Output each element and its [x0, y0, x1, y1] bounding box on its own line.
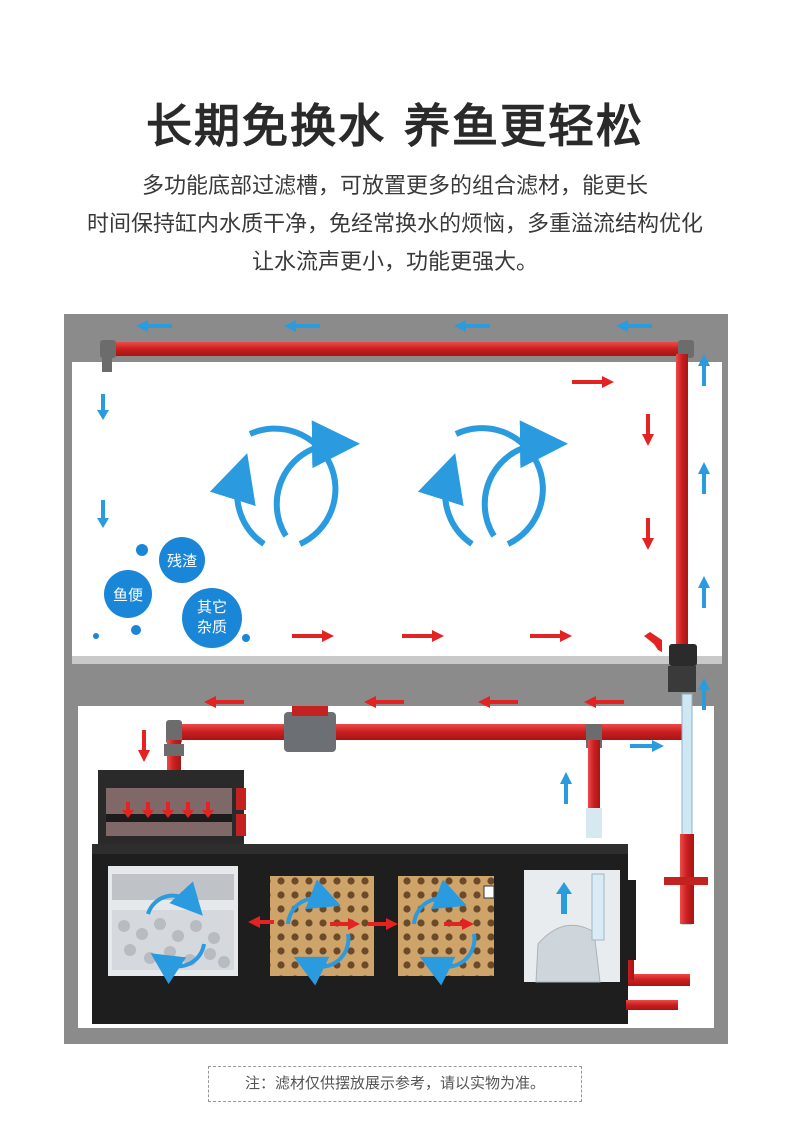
page-title: 长期免换水 养鱼更轻松 — [145, 99, 644, 153]
description-line: 让水流声更小，功能更强大。 — [251, 250, 538, 275]
residue-bubble — [159, 537, 205, 583]
sump-filter — [92, 844, 678, 1024]
blue-flow-arrows — [97, 320, 710, 914]
debris-bubbles: 残渣 鱼便 其它 杂质 — [93, 537, 250, 648]
description-line: 多功能底部过滤槽，可放置更多的组合滤材，能更长 — [141, 174, 648, 199]
overflow-pipe — [164, 706, 684, 838]
circulation-swirl-right — [417, 420, 568, 547]
description: 多功能底部过滤槽，可放置更多的组合滤材，能更长 时间保持缸内水质干净，免经常换水… — [20, 168, 770, 282]
disclaimer-note: 注：滤材仅供摆放展示参考，请以实物为准。 — [208, 1066, 582, 1102]
red-flow-arrows — [122, 376, 662, 930]
other-debris-label-2: 杂质 — [197, 618, 227, 636]
sump-circulation-arrows — [146, 879, 477, 986]
fish-waste-label: 鱼便 — [113, 586, 143, 604]
sponge-chamber-1 — [270, 876, 374, 976]
description-line: 时间保持缸内水质干净，免经常换水的烦恼，多重溢流结构优化 — [86, 212, 703, 237]
upper-tank — [72, 362, 722, 660]
return-pipe — [100, 340, 697, 692]
filtration-diagram: 残渣 鱼便 其它 杂质 — [64, 314, 728, 1044]
other-debris-bubble — [182, 588, 242, 648]
residue-label: 残渣 — [167, 552, 197, 570]
other-debris-label-1: 其它 — [197, 598, 227, 616]
fish-waste-bubble — [104, 570, 152, 618]
circulation-swirl-left — [209, 420, 360, 547]
